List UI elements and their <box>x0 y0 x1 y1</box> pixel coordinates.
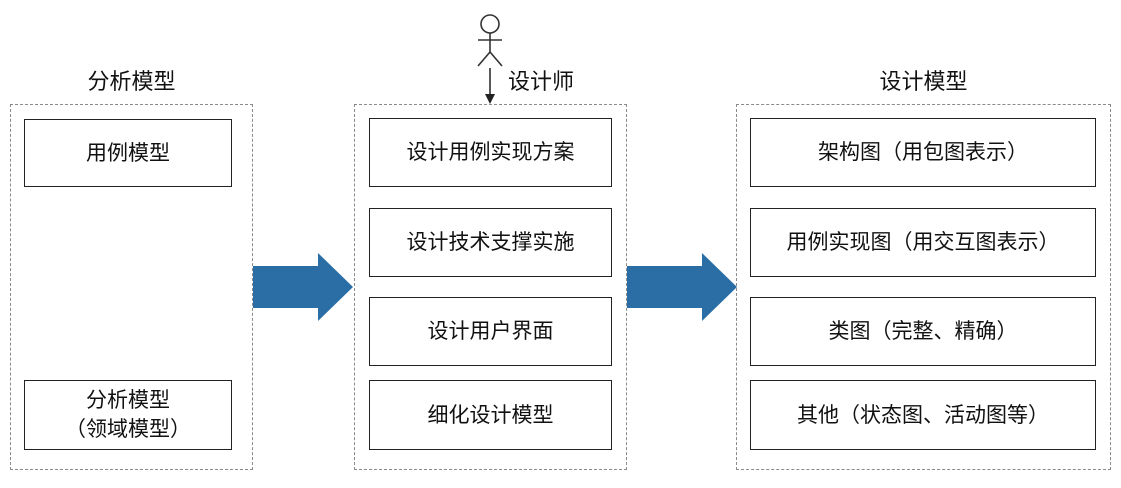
class-diagram-label: 类图（完整、精确） <box>828 319 1018 343</box>
design-user-interface-label: 设计用户界面 <box>427 319 554 343</box>
class-diagram-box: 类图（完整、精确） <box>750 297 1096 366</box>
design-model-title: 设计模型 <box>879 70 968 95</box>
design-user-interface-box: 设计用户界面 <box>369 297 612 366</box>
architecture-diagram-box: 架构图（用包图表示） <box>750 118 1096 187</box>
analysis-model-title: 分析模型 <box>87 70 176 95</box>
actor-figure-icon <box>477 14 503 67</box>
domain-model-label-line2: （领域模型） <box>65 417 191 441</box>
use-case-realization-diagram-label: 用例实现图（用交互图表示） <box>786 230 1060 254</box>
refine-design-model-label: 细化设计模型 <box>427 402 554 427</box>
design-technical-support-label: 设计技术支撑实施 <box>406 230 575 254</box>
design-technical-support-box: 设计技术支撑实施 <box>369 208 612 277</box>
use-case-model-box: 用例模型 <box>24 119 232 187</box>
designer-actor-label: 设计师 <box>508 70 575 95</box>
design-model-container <box>736 104 1111 470</box>
other-diagrams-box: 其他（状态图、活动图等） <box>750 380 1096 450</box>
use-case-model-label: 用例模型 <box>86 140 170 165</box>
refine-design-model-box: 细化设计模型 <box>369 380 612 450</box>
domain-model-box: 分析模型 （领域模型） <box>24 380 232 450</box>
design-process-container <box>354 104 627 470</box>
use-case-realization-diagram-box: 用例实现图（用交互图表示） <box>750 208 1096 277</box>
domain-model-label-line1: 分析模型 <box>86 388 170 412</box>
other-diagrams-label: 其他（状态图、活动图等） <box>797 402 1049 427</box>
actor-arrow <box>485 68 495 104</box>
design-use-case-realization-box: 设计用例实现方案 <box>369 118 612 187</box>
architecture-diagram-label: 架构图（用包图表示） <box>818 140 1028 164</box>
flow-arrow-2 <box>627 253 737 321</box>
design-use-case-realization-label: 设计用例实现方案 <box>406 140 575 164</box>
analysis-model-container <box>10 104 253 470</box>
flow-arrow-1 <box>253 253 353 321</box>
